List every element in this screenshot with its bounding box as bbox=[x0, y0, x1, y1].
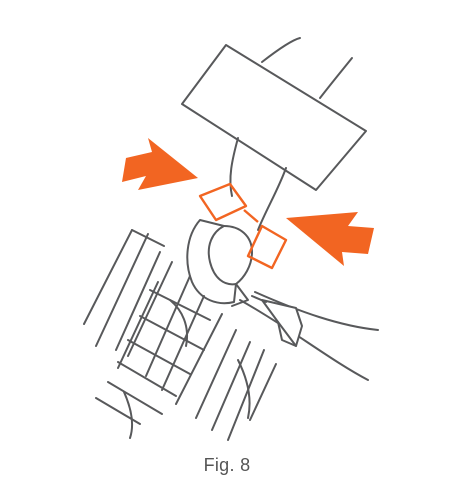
strap-loop-tail bbox=[231, 283, 249, 307]
chest-clip-bridge bbox=[243, 209, 259, 223]
seat-shell-curve bbox=[254, 291, 379, 331]
seat-frame bbox=[83, 229, 303, 441]
chest-clip bbox=[198, 182, 288, 270]
webbing-left-edge bbox=[229, 137, 239, 197]
chest-clip-right-half bbox=[246, 224, 288, 270]
shoulder-pad-plate bbox=[181, 44, 367, 191]
strap-loop bbox=[186, 219, 237, 305]
press-arrow-right bbox=[286, 212, 374, 266]
upper-strap-right-edge bbox=[319, 57, 353, 99]
buckle-receptacle bbox=[261, 299, 303, 347]
seat-shell-outer-line bbox=[239, 299, 369, 381]
press-arrow-left bbox=[122, 138, 198, 190]
webbing-right-edge bbox=[257, 167, 287, 231]
strap-loop-inner-fold bbox=[223, 225, 253, 285]
chest-clip-left-half bbox=[198, 182, 248, 222]
belt-buckle-illustration bbox=[83, 37, 379, 441]
upper-strap-left-edge bbox=[261, 37, 301, 63]
figure-caption: Fig. 8 bbox=[203, 455, 251, 475]
